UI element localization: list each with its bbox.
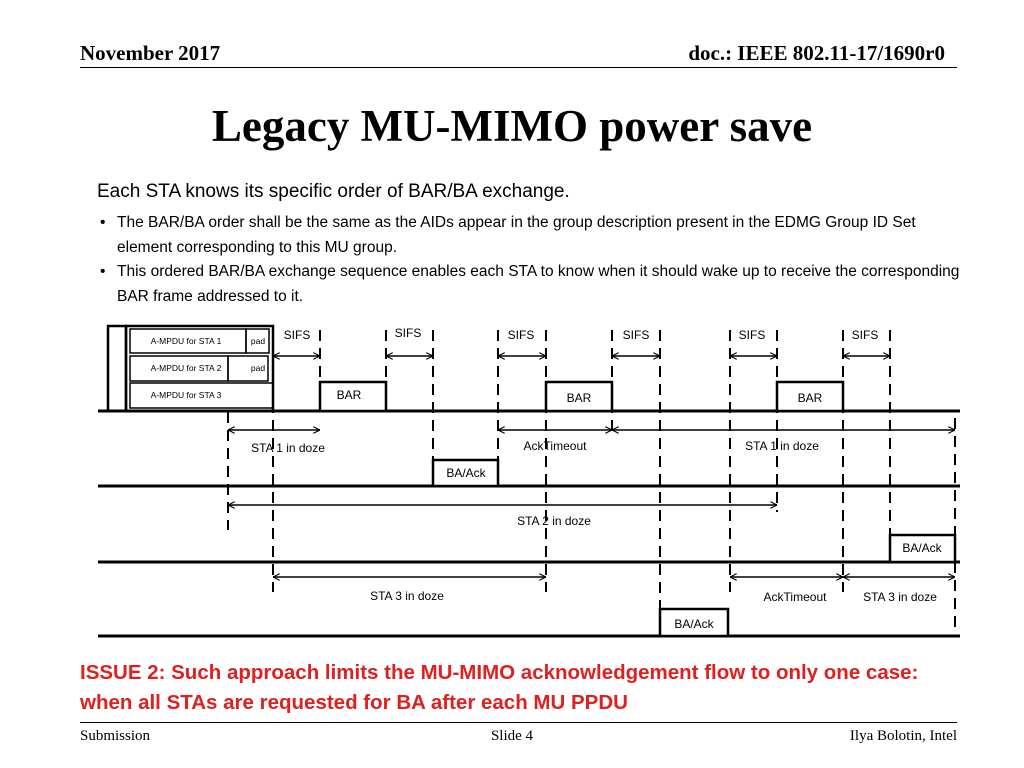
bar-frame: [775, 380, 845, 413]
ampdu-sta1-label: A-MPDU for STA 1: [151, 336, 222, 346]
ampdu-preamble: [106, 324, 128, 413]
ampdu-block: A-MPDU for STA 1 pad A-MPDU for STA 2 pa…: [106, 324, 275, 413]
sta1-doze-label: STA 1 in doze: [745, 439, 819, 453]
bullet-text: The BAR/BA order shall be the same as th…: [117, 214, 916, 256]
ba-ack-frame: [888, 533, 957, 564]
pad-sta1-box: [245, 328, 270, 354]
sifs-label: SIFS: [852, 328, 879, 342]
header-date: November 2017: [80, 41, 221, 65]
ampdu-sta2-label: A-MPDU for STA 2: [151, 363, 222, 373]
ba-ack-frame: [431, 458, 500, 488]
bullet-item: • This ordered BAR/BA exchange sequence e…: [97, 260, 967, 309]
footer-slide-number: Slide 4: [490, 728, 534, 744]
sifs-label: SIFS: [284, 328, 311, 342]
ba-ack-frame: [658, 607, 730, 638]
pad-sta2-box: [227, 355, 269, 382]
acktimeout-label: AckTimeout: [524, 439, 588, 453]
bar-label: BAR: [798, 391, 823, 405]
bullet-item: • The BAR/BA order shall be the same as t…: [97, 211, 967, 260]
ba-ack-label: BA/Ack: [446, 466, 486, 480]
ba-ack-label: BA/Ack: [902, 541, 942, 555]
sifs-label: SIFS: [623, 328, 650, 342]
sta2-doze-label: STA 2 in doze: [517, 514, 591, 528]
ba-ack-label: BA/Ack: [674, 617, 714, 631]
intro-text: Each STA knows its specific order of BAR…: [97, 181, 570, 202]
footer-submission: Submission: [80, 728, 151, 744]
bar-label: BAR: [337, 388, 362, 402]
sta3-doze-label: STA 3 in doze: [863, 590, 937, 604]
bullet-glyph: •: [100, 214, 106, 231]
sifs-label: SIFS: [508, 328, 535, 342]
pad-sta2-label: pad: [251, 363, 265, 373]
sta1-doze-label: STA 1 in doze: [251, 441, 325, 455]
sifs-label: SIFS: [395, 326, 422, 340]
footer-author: Ilya Bolotin, Intel: [849, 728, 957, 744]
bullet-glyph: •: [100, 263, 106, 280]
sta3-doze-label: STA 3 in doze: [370, 589, 444, 603]
footer-rule: [80, 722, 957, 723]
pad-sta1-label: pad: [251, 336, 265, 346]
issue-statement: ISSUE 2: Such approach limits the MU-MIM…: [80, 661, 919, 714]
bullet-text: This ordered BAR/BA exchange sequence en…: [117, 263, 960, 305]
acktimeout-label: AckTimeout: [764, 590, 828, 604]
bar-frame: [544, 380, 614, 413]
bar-label: BAR: [567, 391, 592, 405]
ampdu-sta3-box: [129, 382, 274, 409]
header-doc-id: doc.: IEEE 802.11-17/1690r0: [688, 41, 945, 65]
header-rule: [80, 67, 957, 68]
ampdu-sta3-label: A-MPDU for STA 3: [151, 390, 222, 400]
bullet-list: • The BAR/BA order shall be the same as t…: [97, 211, 967, 309]
slide-title: Legacy MU-MIMO power save: [211, 101, 813, 151]
sifs-label: SIFS: [739, 328, 766, 342]
bar-frame: [318, 380, 388, 413]
